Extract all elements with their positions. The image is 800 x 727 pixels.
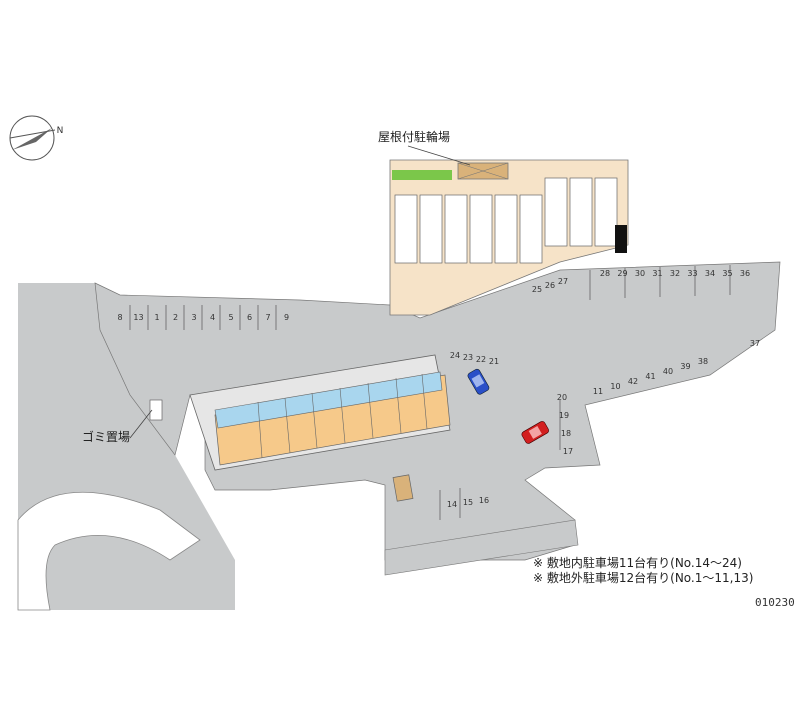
green-strip (392, 170, 452, 180)
space-number-34: 34 (705, 269, 715, 278)
space-number-31: 31 (652, 269, 662, 278)
space-number-18: 18 (561, 429, 571, 438)
note-line-2: ※ 敷地外駐車場12台有り(No.1〜11,13) (533, 570, 753, 585)
space-number-27: 27 (558, 277, 568, 286)
space-number-41: 41 (645, 372, 655, 381)
space-number-37: 37 (750, 339, 760, 348)
space-number-13: 13 (133, 313, 143, 322)
space-number-6: 6 (247, 313, 252, 322)
space-number-17: 17 (563, 447, 573, 456)
car-blue-icon (467, 368, 490, 395)
space-number-4: 4 (210, 313, 215, 322)
garbage-label: ゴミ置場 (82, 429, 130, 444)
lot-bottom (384, 519, 579, 576)
space-number-5: 5 (228, 313, 233, 322)
compass-letter: N (57, 126, 64, 136)
space-number-3: 3 (191, 313, 196, 322)
space-number-7: 7 (265, 313, 270, 322)
curb (17, 491, 201, 611)
space-number-35: 35 (722, 269, 732, 278)
space-number-15: 15 (463, 498, 473, 507)
space-number-38: 38 (698, 357, 708, 366)
space-number-29: 29 (617, 269, 627, 278)
space-number-19: 19 (559, 411, 569, 420)
space-number-23: 23 (463, 353, 473, 362)
space-number-25: 25 (532, 285, 542, 294)
space-number-14: 14 (447, 500, 457, 509)
space-number-40: 40 (663, 367, 673, 376)
black-block (615, 225, 627, 253)
space-number-11: 11 (593, 387, 603, 396)
garbage-callout-line (129, 409, 153, 439)
compass-icon: N (9, 115, 64, 161)
storage-box (392, 474, 414, 502)
space-number-9: 9 (284, 313, 289, 322)
space-lines (129, 265, 731, 520)
space-number-32: 32 (670, 269, 680, 278)
space-number-16: 16 (479, 496, 489, 505)
middle-unit-dividers (257, 373, 428, 459)
note-line-1: ※ 敷地内駐車場11台有り(No.14〜24) (533, 555, 742, 570)
space-number-28: 28 (600, 269, 610, 278)
space-number-10: 10 (610, 382, 620, 391)
bike-callout-line (407, 145, 471, 166)
space-number-1: 1 (154, 313, 159, 322)
garbage-area (149, 399, 163, 421)
space-number-21: 21 (489, 357, 499, 366)
map-code: 010230 (755, 596, 795, 609)
top-units (394, 177, 618, 264)
space-number-22: 22 (476, 355, 486, 364)
space-number-26: 26 (545, 281, 555, 290)
space-number-2: 2 (173, 313, 178, 322)
space-number-30: 30 (635, 269, 645, 278)
middle-units-blue (214, 371, 443, 429)
space-number-36: 36 (740, 269, 750, 278)
space-number-20: 20 (557, 393, 567, 402)
space-number-24: 24 (450, 351, 460, 360)
space-number-39: 39 (680, 362, 690, 371)
bike-parking-label: 屋根付駐輪場 (378, 129, 450, 144)
car-red-icon (521, 421, 549, 444)
space-number-8: 8 (117, 313, 122, 322)
space-number-33: 33 (687, 269, 697, 278)
space-number-42: 42 (628, 377, 638, 386)
